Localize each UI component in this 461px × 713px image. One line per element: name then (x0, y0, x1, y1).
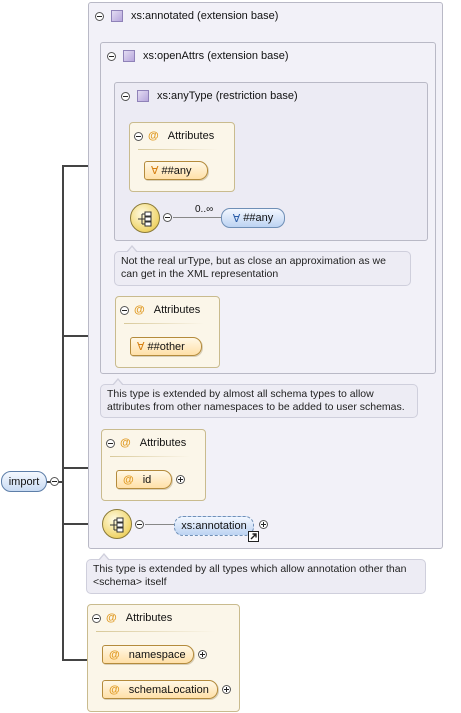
anytype-title: xs:anyType (restriction base) (157, 90, 298, 102)
anytype-attributes-group: @ Attributes (129, 122, 235, 192)
expand-toggle-icon[interactable] (259, 520, 268, 529)
connector (62, 659, 88, 661)
namespace-attribute[interactable]: @ namespace (102, 645, 194, 664)
wildcard-icon: ∀ (232, 212, 241, 225)
other-attribute-label: ##other (147, 340, 185, 353)
complex-type-icon (123, 50, 135, 62)
openattrs-attributes-group: @ Attributes (115, 296, 220, 368)
collapse-toggle-icon[interactable] (163, 213, 172, 222)
note-line: attributes from other namespaces to be a… (107, 401, 405, 413)
attribute-icon: @ (109, 648, 120, 661)
collapse-toggle-icon[interactable] (135, 520, 144, 529)
note-line: can get in the XML representation (121, 268, 279, 280)
connector (145, 524, 175, 525)
import-label: import (8, 475, 40, 488)
collapse-toggle-icon[interactable] (50, 477, 59, 486)
schemalocation-label: schemaLocation (128, 683, 209, 696)
id-attribute[interactable]: @ id (116, 470, 172, 489)
annotated-title: xs:annotated (extension base) (131, 10, 279, 22)
annotation-label: xs:annotation (181, 520, 247, 532)
attribute-icon: @ (148, 130, 159, 142)
connector (173, 217, 221, 218)
attributes-title: Attributes (125, 612, 173, 624)
namespace-label: namespace (128, 648, 186, 661)
attribute-icon: @ (106, 612, 117, 624)
note-line: This type is extended by almost all sche… (107, 388, 374, 400)
anytype-documentation: Not the real urType, but as close an app… (114, 245, 411, 286)
attribute-icon: @ (109, 683, 120, 696)
wildcard-icon: ∀ (137, 341, 145, 353)
complex-type-icon (111, 10, 123, 22)
collapse-toggle-icon[interactable] (121, 91, 130, 101)
connector (62, 165, 64, 661)
any-attribute-wildcard[interactable]: ∀ ##any (144, 161, 208, 180)
collapse-toggle-icon[interactable] (106, 438, 115, 448)
attributes-title: Attributes (167, 130, 215, 142)
annotation-element-ref[interactable]: xs:annotation (174, 516, 254, 536)
expand-toggle-icon[interactable] (176, 475, 185, 484)
attribute-icon: @ (120, 437, 131, 449)
attributes-title: Attributes (139, 437, 187, 449)
any-element-wildcard[interactable]: ∀ ##any (221, 208, 285, 228)
expand-toggle-icon[interactable] (198, 650, 207, 659)
sequence-compositor[interactable] (130, 203, 160, 233)
openattrs-documentation: This type is extended by almost all sche… (100, 378, 418, 418)
connector (62, 523, 102, 525)
annotated-documentation: This type is extended by all types which… (86, 553, 426, 594)
attribute-icon: @ (123, 473, 134, 486)
collapse-toggle-icon[interactable] (120, 305, 129, 315)
schemalocation-attribute[interactable]: @ schemaLocation (102, 680, 218, 699)
note-line: <schema> itself (93, 576, 167, 588)
import-element[interactable]: import (1, 471, 47, 492)
sequence-compositor[interactable] (102, 509, 132, 539)
sequence-icon (110, 517, 124, 533)
collapse-toggle-icon[interactable] (95, 11, 104, 21)
any-element-label: ##any (243, 212, 274, 224)
complex-type-icon (137, 90, 149, 102)
note-line: This type is extended by all types which… (93, 563, 407, 575)
collapse-toggle-icon[interactable] (92, 613, 101, 623)
connector (62, 467, 102, 469)
reference-link-icon (248, 531, 259, 542)
any-attribute-label: ##any (161, 164, 192, 177)
wildcard-icon: ∀ (151, 165, 159, 177)
collapse-toggle-icon[interactable] (134, 131, 143, 141)
attribute-icon: @ (134, 304, 145, 316)
collapse-toggle-icon[interactable] (107, 51, 116, 61)
sequence-icon (138, 211, 152, 227)
openattrs-title: xs:openAttrs (extension base) (143, 50, 289, 62)
id-attribute-label: id (142, 473, 152, 486)
occurrence-label: 0..∞ (195, 204, 214, 215)
other-attribute-wildcard[interactable]: ∀ ##other (130, 337, 202, 356)
expand-toggle-icon[interactable] (222, 685, 231, 694)
attributes-title: Attributes (153, 304, 201, 316)
note-line: Not the real urType, but as close an app… (121, 255, 386, 267)
id-attributes-group: @ Attributes (101, 429, 206, 501)
